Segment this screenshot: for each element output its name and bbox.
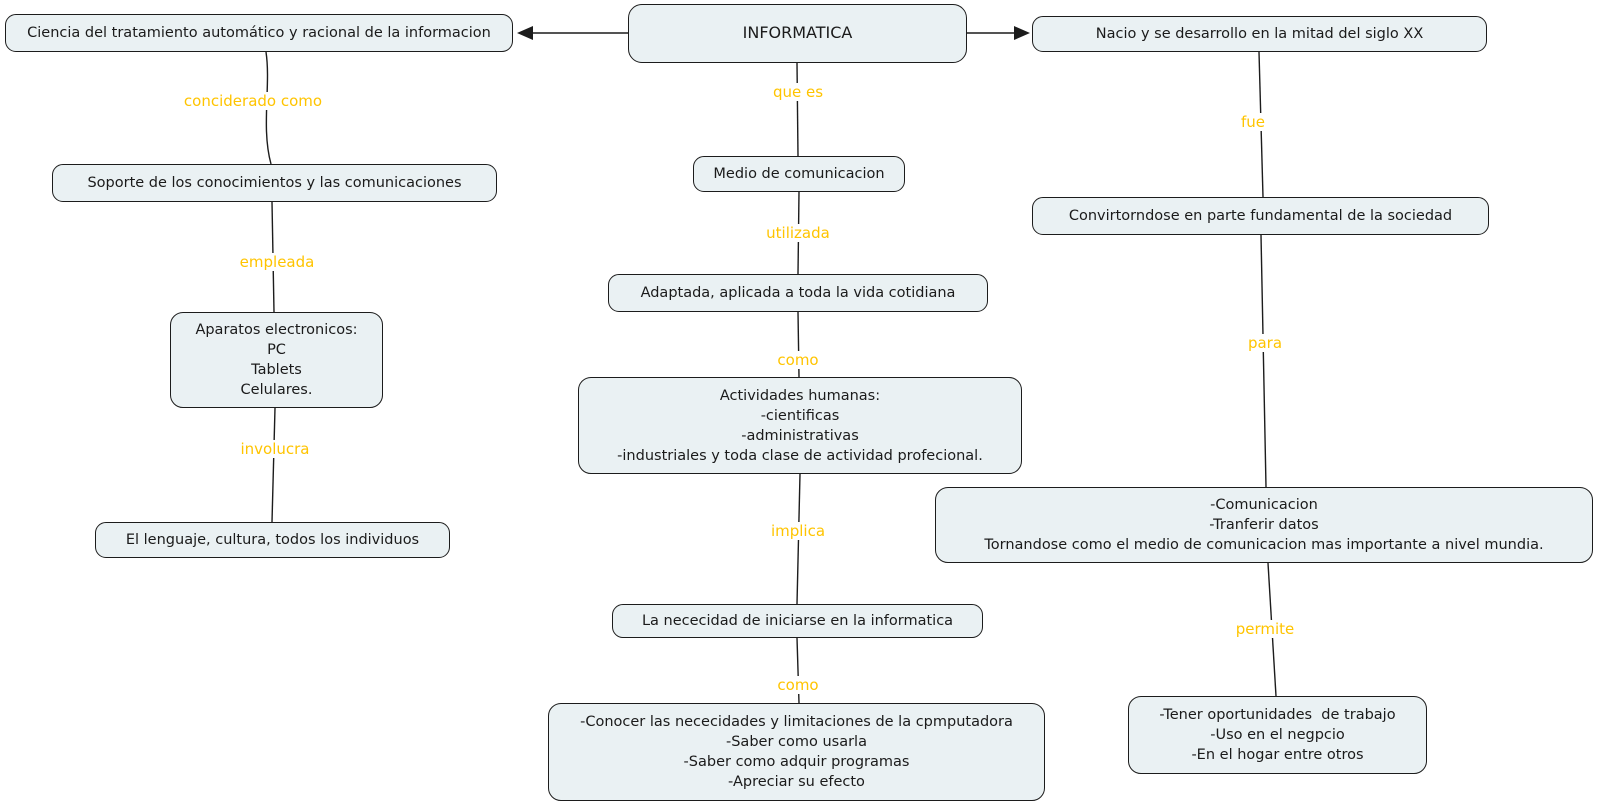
link-label-utilizada[interactable]: utilizada — [763, 224, 833, 242]
node-nacio[interactable]: Nacio y se desarrollo en la mitad del si… — [1032, 16, 1487, 52]
node-informatica[interactable]: INFORMATICA — [628, 4, 967, 63]
link-label-que-es[interactable]: que es — [769, 83, 827, 101]
connector-convirtiendose-comunicacion — [1260, 234, 1267, 488]
arrowhead-left-icon — [517, 26, 533, 40]
link-label-para[interactable]: para — [1244, 334, 1286, 352]
node-adaptada[interactable]: Adaptada, aplicada a toda la vida cotidi… — [608, 274, 988, 312]
link-label-permite[interactable]: permite — [1232, 620, 1298, 638]
link-label-como-1[interactable]: como — [774, 351, 822, 369]
node-ciencia[interactable]: Ciencia del tratamiento automático y rac… — [5, 14, 513, 52]
node-medio[interactable]: Medio de comunicacion — [693, 156, 905, 192]
node-nececidad[interactable]: La nececidad de iniciarse en la informat… — [612, 604, 983, 638]
node-lenguaje[interactable]: El lenguaje, cultura, todos los individu… — [95, 522, 450, 558]
node-soporte[interactable]: Soporte de los conocimientos y las comun… — [52, 164, 497, 202]
node-convirtiendose[interactable]: Convirtorndose en parte fundamental de l… — [1032, 197, 1489, 235]
link-label-como-2[interactable]: como — [774, 676, 822, 694]
link-label-fue[interactable]: fue — [1237, 113, 1269, 131]
node-conocer[interactable]: -Conocer las nececidades y limitaciones … — [548, 703, 1045, 801]
link-label-implica[interactable]: implica — [767, 522, 829, 540]
link-label-involucra[interactable]: involucra — [237, 440, 313, 458]
node-oportunidades[interactable]: -Tener oportunidades de trabajo -Uso en … — [1128, 696, 1427, 774]
node-comunicacion[interactable]: -Comunicacion -Tranferir datos Tornandos… — [935, 487, 1593, 563]
link-label-conciderado-como[interactable]: conciderado como — [180, 92, 326, 110]
node-aparatos[interactable]: Aparatos electronicos: PC Tablets Celula… — [170, 312, 383, 408]
arrowhead-right-icon — [1014, 26, 1030, 40]
link-label-empleada[interactable]: empleada — [236, 253, 318, 271]
node-actividades[interactable]: Actividades humanas: -cientificas -admin… — [578, 377, 1022, 474]
connector-informatica-medio — [796, 62, 799, 157]
connector-aparatos-lenguaje — [271, 407, 276, 523]
